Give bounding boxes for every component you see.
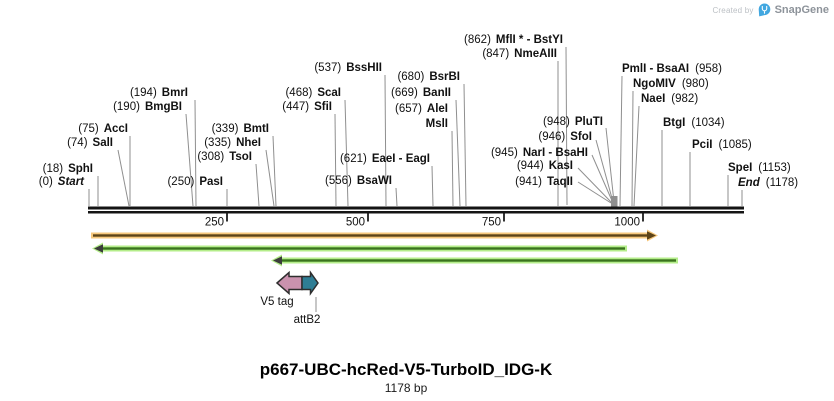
site-label-taqii[interactable]: (941)TaqII (515, 176, 573, 188)
leader-line-mfli-bstyi (565, 46, 568, 206)
site-label-alei[interactable]: (657)AleI (395, 103, 448, 115)
orange-arrow-core (93, 234, 648, 237)
site-label-nhei[interactable]: (335)NheI (204, 137, 261, 149)
site-label-btgi[interactable]: BtgI(1034) (663, 117, 725, 129)
watermark-brand: SnapGene (774, 4, 829, 16)
snapgene-logo-icon (758, 3, 770, 17)
site-label-pmli-bsaai[interactable]: PmlI - BsaAI(958) (622, 63, 722, 75)
leader-line-msli (451, 130, 454, 207)
site-label-sfoi[interactable]: (946)SfoI (538, 131, 592, 143)
site-label-mfli-bstyi[interactable]: (862)MflI * - BstYI (464, 34, 563, 46)
leader-line-sali (117, 149, 130, 207)
green-arrow-1-head (94, 244, 103, 253)
backbone-bottom-strand (88, 211, 744, 214)
leader-line-bsawi (395, 187, 398, 207)
site-label-acci[interactable]: (75)AccI (78, 123, 128, 135)
site-label-nari-bsahi[interactable]: (945)NarI - BsaHI (491, 147, 588, 159)
leader-line-tsoi (255, 163, 260, 207)
feature-arrow-attb2[interactable] (301, 270, 319, 296)
axis-tick-label-250: 250 (205, 217, 224, 229)
leader-line-bsrbi (463, 83, 467, 207)
site-label-msli[interactable]: MslI (426, 118, 448, 130)
watermark-created-by: Created by (712, 5, 754, 15)
leader-line-bsshii (384, 74, 387, 207)
site-label-sphi[interactable]: (18)SphI (43, 163, 93, 175)
green-arrow-2-head (273, 256, 282, 265)
green-arrow-2[interactable] (271, 254, 678, 267)
orange-arrow[interactable] (91, 229, 658, 242)
site-label-bsrbi[interactable]: (680)BsrBI (397, 71, 460, 83)
site-label-ngomiv[interactable]: NgoMIV(980) (633, 78, 709, 90)
site-label-bsawi[interactable]: (556)BsaWI (325, 175, 392, 187)
site-label-scai[interactable]: (468)ScaI (285, 87, 341, 99)
site-label-nmeaiii[interactable]: (847)NmeAIII (482, 48, 557, 60)
site-label-pluti[interactable]: (948)PluTI (543, 116, 603, 128)
leader-line-nhei (265, 149, 275, 207)
plasmid-title: p667-UBC-hcRed-V5-TurboID_IDG-K (259, 360, 553, 379)
axis-tick-label-750: 750 (482, 217, 501, 229)
leader-line-bmri (194, 99, 197, 207)
site-label-kasi[interactable]: (944)KasI (517, 160, 573, 172)
site-label-tsoi[interactable]: (308)TsoI (197, 151, 252, 163)
feature-v5-tag[interactable]: V5 tag (260, 270, 303, 309)
leader-line-sfii (334, 113, 337, 207)
feature-label-attb2[interactable]: attB2 (294, 314, 321, 326)
leader-line-scai (344, 99, 349, 207)
leader-line-bmgbi (185, 113, 194, 207)
site-label-bsshii[interactable]: (537)BssHII (314, 62, 382, 74)
orange-arrow-head (647, 231, 656, 240)
site-label-bmgbi[interactable]: (190)BmgBI (113, 101, 182, 113)
site-label-pasi[interactable]: (250)PasI (167, 176, 223, 188)
leader-line-bmti (272, 135, 277, 207)
site-label-spei[interactable]: SpeI(1153) (728, 162, 791, 174)
leader-line-ngomiv (631, 90, 634, 207)
site-label-sali[interactable]: (74)SalI (67, 137, 113, 149)
feature-attb2[interactable]: attB2 (294, 270, 321, 327)
site-label-banii[interactable]: (669)BanII (391, 87, 451, 99)
plasmid-length: 1178 bp (384, 381, 428, 395)
site-label-bmti[interactable]: (339)BmtI (212, 123, 269, 135)
site-label-sfii[interactable]: (447)SfiI (282, 101, 332, 113)
green-arrow-1-core (102, 247, 625, 250)
leader-line-sfoi (595, 139, 614, 203)
leader-line-kasi (577, 167, 613, 204)
axis-tick-label-1000: 1000 (614, 217, 640, 229)
site-label-start[interactable]: (0)Start (39, 176, 85, 188)
site-label-eaei-eagi[interactable]: (621)EaeI - EagI (340, 153, 430, 165)
watermark: Created by SnapGene (712, 3, 829, 17)
leader-line-pluti (605, 127, 615, 203)
leader-line-taqii (577, 181, 612, 204)
leader-line-naei (633, 105, 640, 207)
green-arrow-2-core (281, 259, 676, 262)
leader-line-eaei-eagi (431, 165, 434, 207)
leader-line-nari-bsahi (591, 154, 614, 204)
feature-label-v5-tag[interactable]: V5 tag (260, 296, 293, 308)
site-cluster-mark (611, 196, 618, 207)
site-label-bmri[interactable]: (194)BmrI (130, 87, 188, 99)
backbone-top-strand (88, 206, 744, 210)
site-label-naei[interactable]: NaeI(982) (641, 93, 698, 105)
site-label-pcii[interactable]: PciI(1085) (692, 139, 752, 151)
leader-line-pmli-bsaai (619, 75, 623, 207)
leader-line-banii (455, 99, 461, 207)
axis-tick-label-500: 500 (346, 217, 365, 229)
site-label-end[interactable]: End(1178) (738, 177, 798, 189)
feature-arrow-v5-tag[interactable] (275, 270, 303, 296)
green-arrow-1[interactable] (92, 242, 627, 255)
